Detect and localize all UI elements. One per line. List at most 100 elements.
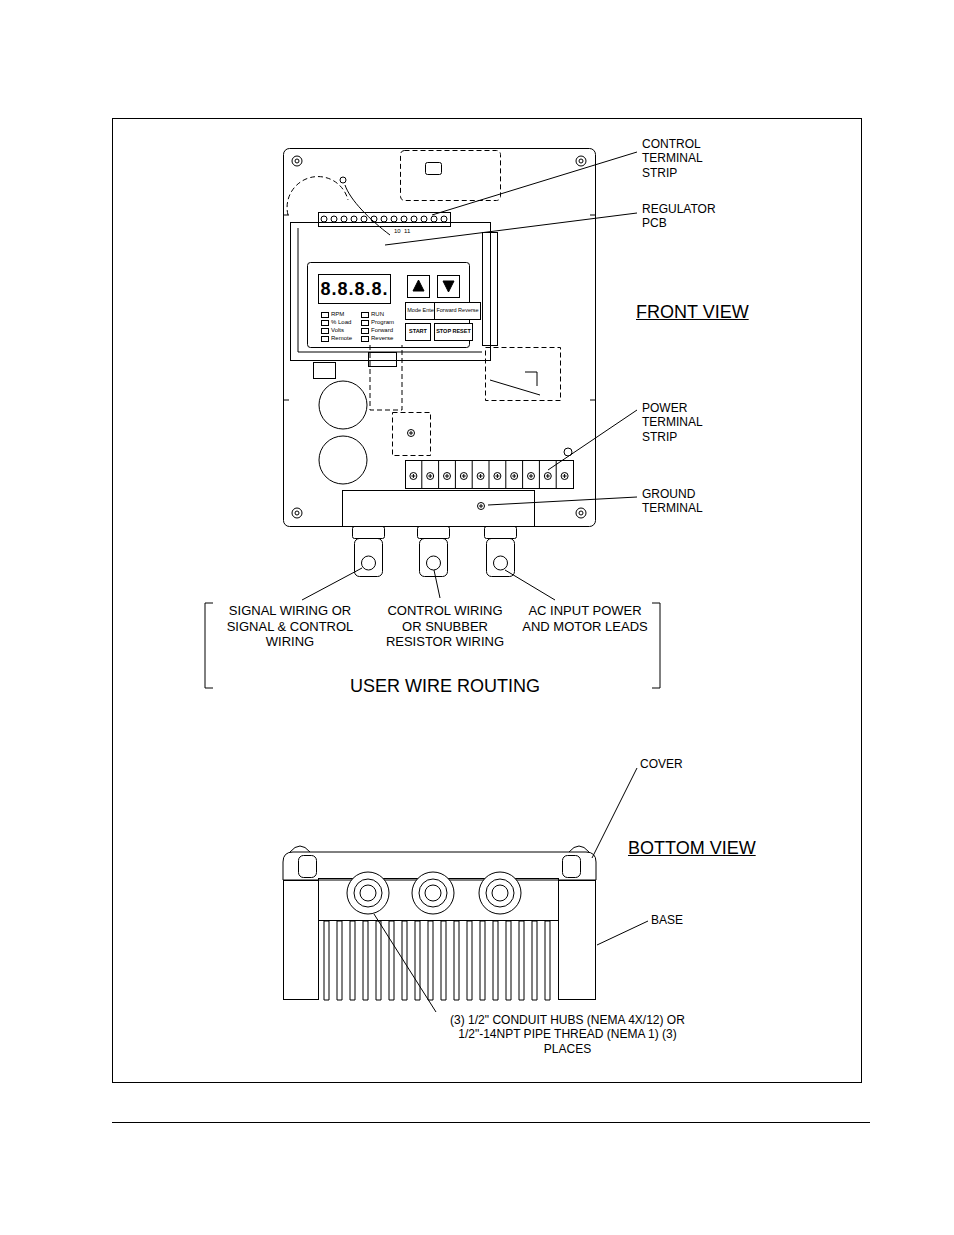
led-label: % Load xyxy=(331,319,351,326)
led-display: 8.8.8.8. xyxy=(318,274,391,304)
terminal-screws xyxy=(421,216,427,222)
leader-line xyxy=(302,152,637,600)
knockout xyxy=(319,436,367,484)
base xyxy=(324,921,550,1000)
terminal-screws xyxy=(381,216,387,222)
conduit-hub xyxy=(485,527,517,539)
terminal-screws xyxy=(341,216,347,222)
wire-routing-label: CONTROL WIRING OR SNUBBER RESISTOR WIRIN… xyxy=(377,603,513,650)
hidden-parts xyxy=(486,348,561,401)
regulator-pcb xyxy=(291,223,491,361)
view-title: FRONT VIEW xyxy=(636,302,749,324)
part-outline xyxy=(426,163,442,175)
leader-line xyxy=(488,497,637,505)
conduit-hub xyxy=(347,872,389,914)
led-indicators xyxy=(362,329,369,334)
power-terminal-strip xyxy=(561,473,568,480)
terminal-screws xyxy=(321,216,327,222)
note-text: (3) 1/2" CONDUIT HUBS (NEMA 4X/12) OR 1/… xyxy=(440,1013,695,1056)
knockout xyxy=(319,381,367,429)
view-title: BOTTOM VIEW xyxy=(628,838,756,860)
conduit-hub xyxy=(420,539,448,577)
front-housing xyxy=(576,156,586,166)
bracket-part xyxy=(490,372,540,395)
power-terminal-strip xyxy=(406,460,574,489)
hidden-parts xyxy=(401,151,501,201)
led-indicators xyxy=(362,321,369,326)
power-terminal-strip xyxy=(494,473,501,480)
conduit-hub xyxy=(419,879,447,907)
drawing-frame xyxy=(113,119,862,1083)
led-indicators xyxy=(362,313,369,318)
arrow-buttons xyxy=(408,276,430,298)
conduit-hub xyxy=(347,872,521,914)
cover xyxy=(290,846,589,852)
hidden-parts xyxy=(370,345,402,410)
power-terminal-strip xyxy=(444,473,451,480)
leader-line xyxy=(434,570,440,598)
led-indicators xyxy=(322,321,329,326)
component xyxy=(314,363,336,379)
conduit-hub xyxy=(355,539,383,577)
illustration xyxy=(340,177,346,183)
arrow-buttons xyxy=(443,281,454,292)
front-housing xyxy=(579,511,583,515)
leader-line xyxy=(548,410,637,470)
keypad-button: START xyxy=(405,323,431,341)
led-indicators xyxy=(362,337,369,342)
terminal-screws xyxy=(371,216,377,222)
conduit-panel xyxy=(343,491,535,527)
part-label: REGULATOR PCB xyxy=(642,202,722,231)
front-housing xyxy=(292,156,302,166)
power-terminal-strip xyxy=(406,461,574,489)
power-terminal-strip xyxy=(460,473,467,480)
illustration xyxy=(408,430,415,437)
button-text: START xyxy=(409,329,427,335)
button-text: 8.8.8.8. xyxy=(320,280,388,299)
front-housing xyxy=(579,159,583,163)
leader-line xyxy=(374,914,436,1012)
base xyxy=(559,881,596,1000)
led-indicators xyxy=(322,337,329,342)
button-text: Mode Enter xyxy=(407,308,435,314)
power-terminal-strip xyxy=(410,473,417,480)
bracket xyxy=(652,603,660,688)
terminal-screws xyxy=(351,216,357,222)
led-label: Remote xyxy=(331,335,352,342)
front-housing xyxy=(295,511,299,515)
terminal-number: 11 xyxy=(404,228,410,235)
side-component xyxy=(483,233,498,346)
base xyxy=(284,881,319,1000)
led-label: Program xyxy=(371,319,394,326)
terminal-number: 10 xyxy=(394,228,401,235)
power-terminal-strip xyxy=(427,473,434,480)
wire xyxy=(345,185,390,235)
keypad-button: STOP RESET xyxy=(434,323,473,341)
led-label: Reverse xyxy=(371,335,393,342)
front-housing xyxy=(576,508,586,518)
part-label: COVER xyxy=(640,757,683,771)
terminal-screws xyxy=(361,216,367,222)
leader-line xyxy=(597,921,648,945)
part-label: BASE xyxy=(651,913,683,927)
arrow-buttons xyxy=(438,276,460,298)
group-title: USER WIRE ROUTING xyxy=(350,676,540,698)
button-text: Forward Reverse xyxy=(436,308,478,314)
led-label: Volts xyxy=(331,327,344,334)
connector xyxy=(369,353,397,367)
part-label: POWER TERMINAL STRIP xyxy=(642,401,722,444)
terminal-screws xyxy=(411,216,417,222)
led-label: RPM xyxy=(331,311,344,318)
conduit-hub xyxy=(486,879,514,907)
conduit-hub xyxy=(354,879,382,907)
conduit-hub xyxy=(353,527,385,539)
part-label: CONTROL TERMINAL STRIP xyxy=(642,137,722,180)
cover xyxy=(299,856,317,878)
led-indicators xyxy=(322,313,329,318)
arrow-buttons xyxy=(413,280,424,291)
conduit-hub xyxy=(492,885,508,901)
conduit-hub xyxy=(412,872,454,914)
cover xyxy=(563,856,581,878)
leader-line xyxy=(505,570,555,600)
led-label: RUN xyxy=(371,311,384,318)
